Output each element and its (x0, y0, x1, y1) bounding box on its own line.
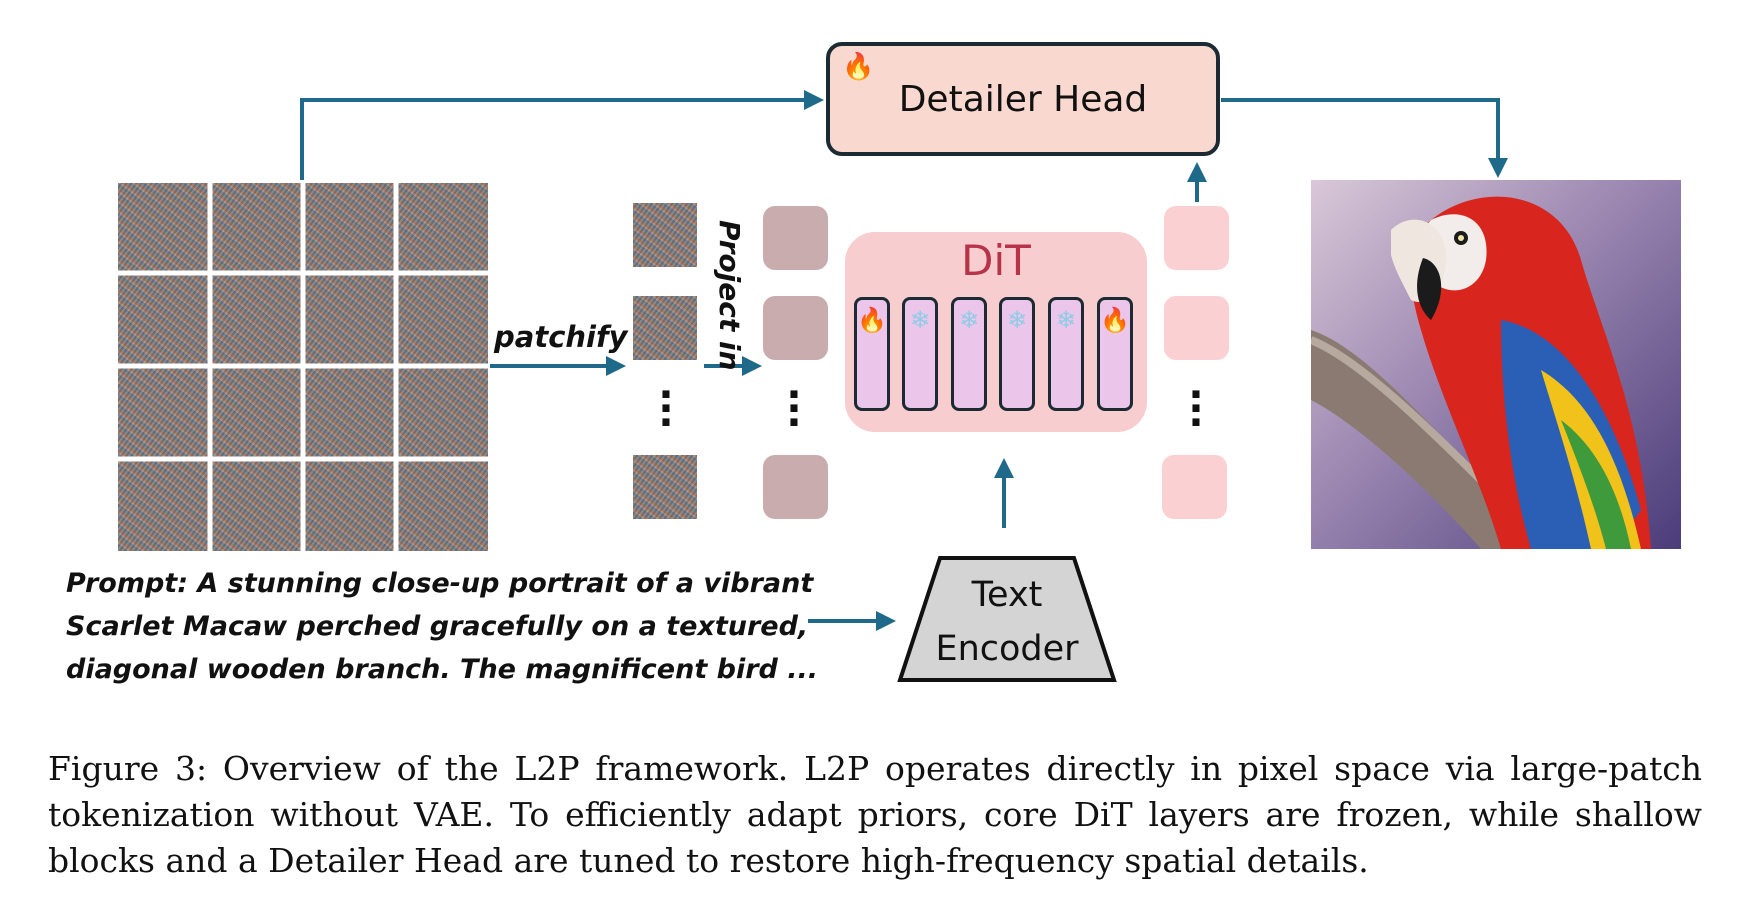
ellipsis-dots: ··· (658, 372, 674, 446)
text-encoder-shape (897, 556, 1117, 682)
output-token (1164, 296, 1229, 360)
output-parrot-image (1311, 180, 1681, 549)
flame-icon: 🔥 (857, 306, 887, 334)
project-in-label: Project in (713, 220, 746, 371)
input-token (763, 455, 828, 519)
prompt-line: Prompt: A stunning close-up portrait of … (66, 568, 814, 599)
detailer-head-label: Detailer Head (898, 78, 1148, 120)
dit-block (845, 232, 1147, 432)
dit-layer-frozen: ❄ (951, 297, 987, 411)
flame-icon: 🔥 (842, 52, 875, 82)
text-encoder-line: Text (971, 575, 1043, 615)
output-token (1162, 455, 1227, 519)
snowflake-icon: ❄ (909, 306, 931, 334)
flame-icon: 🔥 (1100, 306, 1130, 334)
patchify-label: patchify (494, 320, 628, 354)
skip-arrow (300, 90, 824, 180)
dit-title: DiT (961, 236, 1031, 285)
dit-layer-trainable: 🔥 (854, 297, 890, 411)
output-token (1164, 206, 1229, 270)
prompt-text: Prompt: A stunning close-up portrait of … (66, 562, 826, 691)
snowflake-icon: ❄ (958, 306, 980, 334)
ellipsis-dots: ··· (786, 372, 802, 446)
text-encoder-label: Text Encoder (900, 568, 1114, 676)
snowflake-icon: ❄ (1006, 306, 1028, 334)
dit-layer-frozen: ❄ (902, 297, 938, 411)
prompt-line: Scarlet Macaw perched gracefully on a te… (66, 611, 809, 642)
detailer-head-box: 🔥 Detailer Head (826, 42, 1220, 156)
parrot-illustration (1311, 196, 1651, 549)
text-encoder-line: Encoder (935, 629, 1079, 669)
dit-layer-frozen: ❄ (1048, 297, 1084, 411)
output-arrow (1221, 98, 1508, 178)
dit-layer-frozen: ❄ (999, 297, 1035, 411)
snowflake-icon: ❄ (1055, 306, 1077, 334)
noisy-input-image (118, 183, 488, 551)
input-token (763, 296, 828, 360)
prompt-line: diagonal wooden branch. The magnificent … (66, 654, 819, 685)
ellipsis-dots: ··· (1188, 372, 1204, 446)
patch-thumbnail (633, 455, 697, 519)
patch-thumbnail (633, 203, 697, 267)
patch-thumbnail (633, 296, 697, 360)
patch-grid (118, 183, 488, 551)
input-token (763, 206, 828, 270)
dit-layer-trainable: 🔥 (1097, 297, 1133, 411)
figure-caption: Figure 3: Overview of the L2P framework.… (48, 749, 1702, 880)
